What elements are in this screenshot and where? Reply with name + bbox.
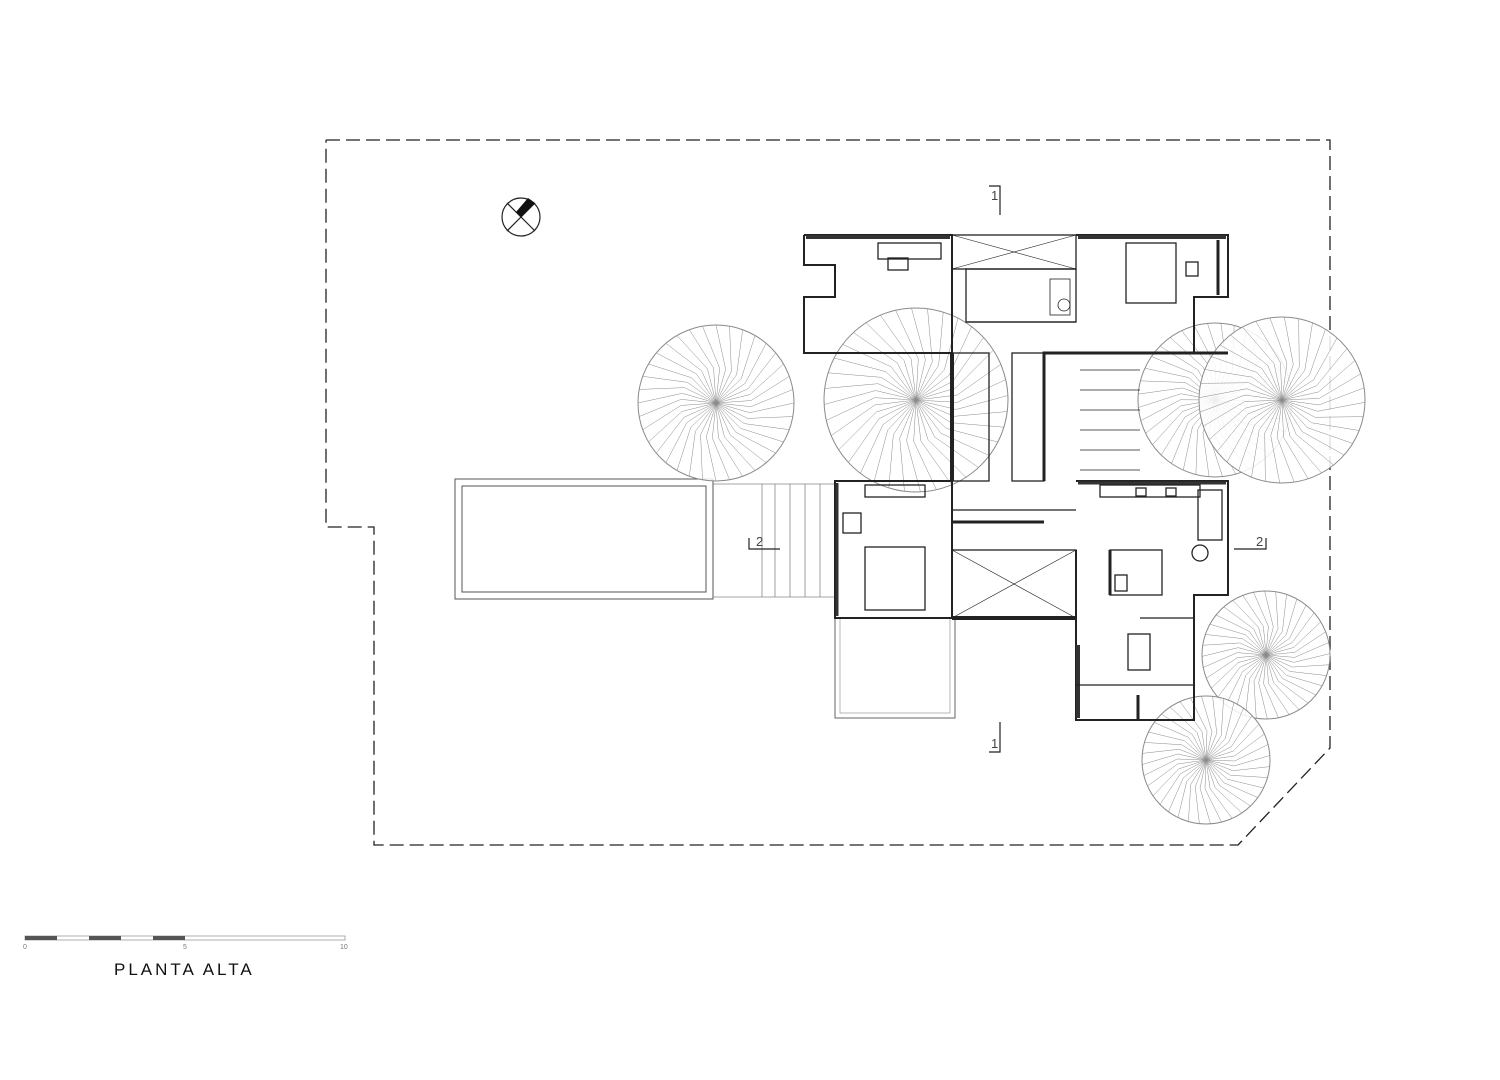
trees [637,307,1366,825]
site-boundary [325,139,1331,846]
tree-icon [823,307,1009,493]
tree-icon [1141,695,1271,825]
section-mark-right [1234,538,1267,550]
tree-icon [637,324,795,482]
drawing-title: PLANTA ALTA [114,960,255,979]
tree-icon [1198,316,1366,484]
section-label-top: 1 [991,188,998,203]
pool [454,478,714,600]
section-mark-bottom [989,722,1001,753]
building-walls [803,234,1229,721]
balcony [834,617,956,719]
scale-tick-5: 5 [183,944,187,951]
north-arrow-icon [501,197,541,237]
section-label-bottom: 1 [991,736,998,751]
tree-icon [1201,590,1331,720]
terrace-deck [713,483,835,598]
scale-tick-0: 0 [23,944,27,951]
section-mark-left [748,538,780,550]
section-label-right: 2 [1256,534,1263,549]
scale-bar [24,935,346,941]
section-mark-top [989,185,1001,215]
section-label-left: 2 [756,534,763,549]
scale-tick-10: 10 [340,944,348,951]
